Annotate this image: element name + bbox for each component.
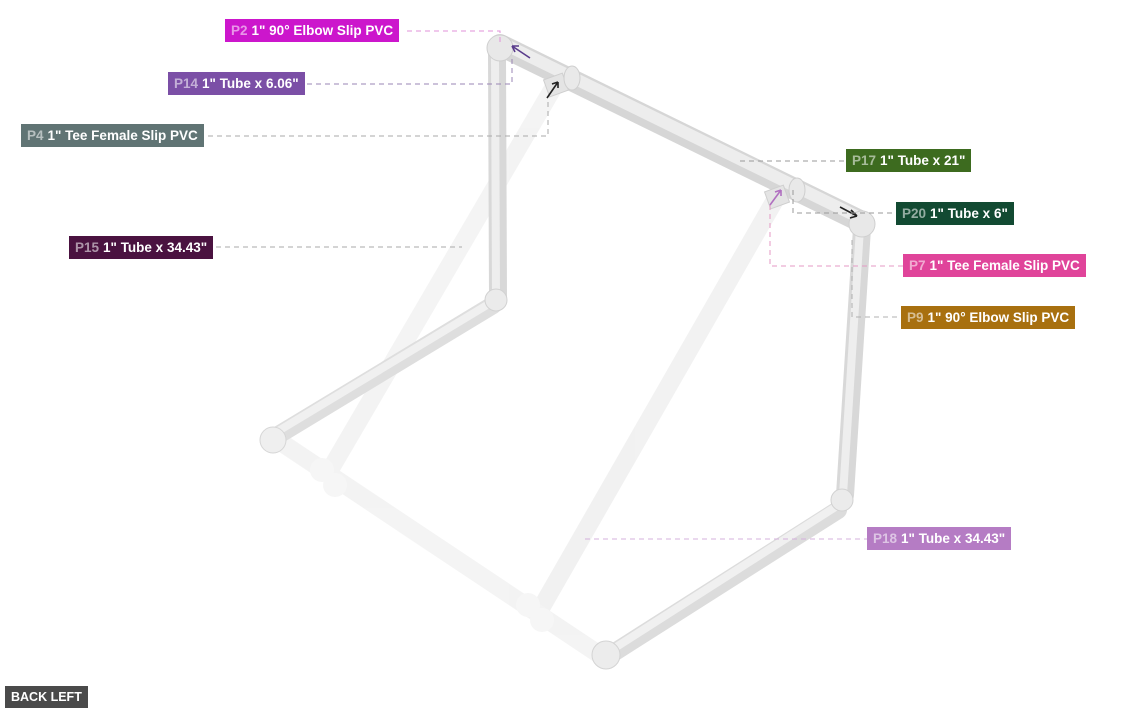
part-id: P7 (909, 258, 926, 273)
part-description: 1" 90° Elbow Slip PVC (251, 23, 394, 38)
part-description: 1" Tee Female Slip PVC (47, 128, 198, 143)
part-description: 1" Tube x 34.43" (103, 240, 208, 255)
part-id: P18 (873, 531, 898, 546)
part-id: P14 (174, 76, 199, 91)
view-angle-label[interactable]: BACK LEFT (5, 686, 88, 708)
part-id: P17 (852, 153, 877, 168)
part-id: P15 (75, 240, 100, 255)
back-frame-pipes (276, 81, 784, 664)
part-id: P9 (907, 310, 924, 325)
part-description: 1" Tube x 6" (930, 206, 1008, 221)
leader-lines (208, 30, 903, 540)
part-description: 1" Tee Female Slip PVC (929, 258, 1080, 273)
part-description: 1" Tube x 21" (880, 153, 966, 168)
part-id: P20 (902, 206, 927, 221)
part-description: 1" Tube x 6.06" (202, 76, 299, 91)
part-id: P4 (27, 128, 44, 143)
part-id: P2 (231, 23, 248, 38)
part-description: 1" 90° Elbow Slip PVC (927, 310, 1070, 325)
part-description: 1" Tube x 34.43" (901, 531, 1006, 546)
assembly-arrows (511, 45, 858, 219)
